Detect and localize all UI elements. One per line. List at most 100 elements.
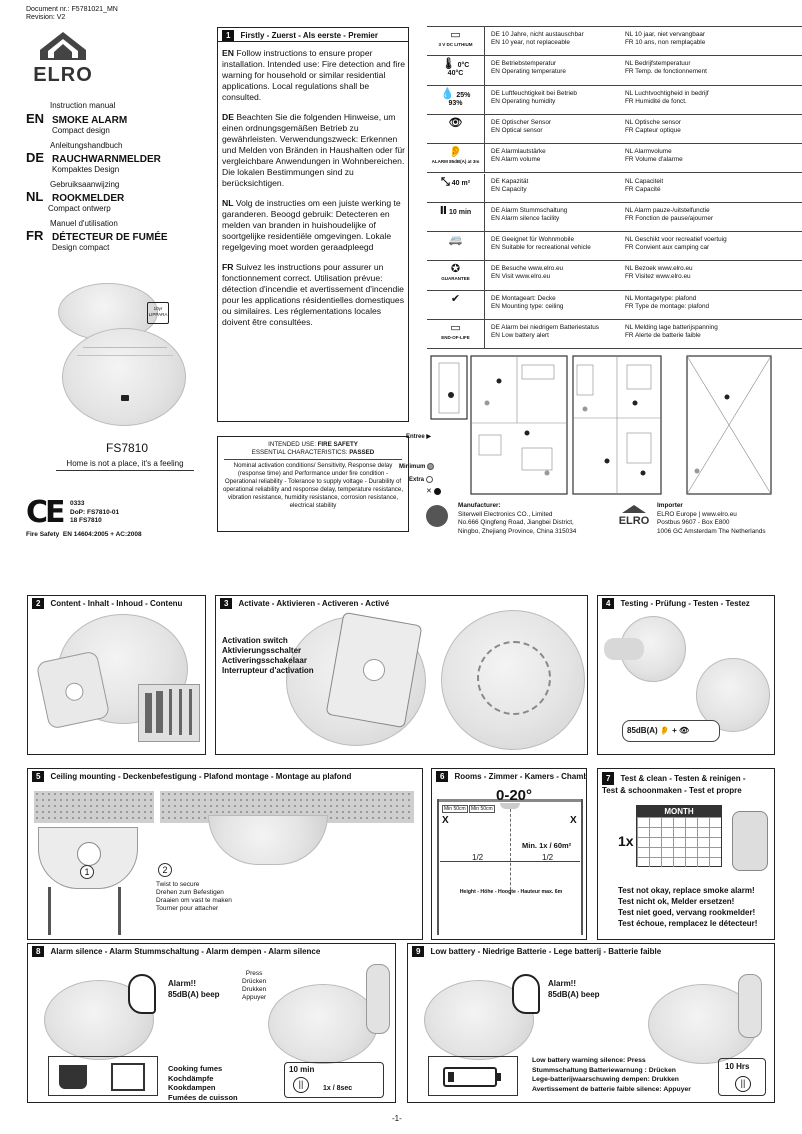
ceiling-1 [34,791,154,823]
pause-icon-2: || [735,1076,751,1092]
height-label: Height - Höhe - Hoogte - Hauteur max. 6m [459,889,563,895]
lang-code-de: DE [26,150,45,165]
manual-nl: Gebruiksaanwijzing [50,180,120,189]
battery-icon: ▭3 V DC LITHIUM [427,27,485,56]
ce-mark: CE [26,495,66,530]
floor-plan-drawing [430,355,772,495]
section-1-body: EN Follow instructions to ensure proper … [222,48,405,328]
angle-label: 0-20° [496,787,533,804]
room-centerline [510,809,511,895]
para-nl: NL Volg de instructies om een juiste wer… [222,198,401,252]
para-en: EN Follow instructions to ensure proper … [222,48,405,102]
spec-table: ▭3 V DC LITHIUM DE 10 Jahre, nicht austau… [427,26,802,350]
room-ceiling [437,799,583,802]
calendar: MONTH [636,805,722,867]
humidity-icon: 💧25%93% [427,85,485,114]
ce-info: 0333 DoP: FS7810-01 18 FS7810 [70,500,119,526]
lowbat-time-box: 10 Hrs || [718,1058,766,1096]
screw-2 [118,887,121,935]
silence-detector [268,984,378,1064]
test-button [121,395,129,401]
finger-press [604,638,644,660]
importer-logo: ELRO [615,504,653,527]
mounted-detector [208,815,328,865]
product-name-fr: DÉTECTEUR DE FUMÉE [52,232,168,243]
silence-time-box: 10 min || 1x / 8sec [284,1062,384,1098]
fire-safety-label: Fire Safety [26,531,60,538]
legend-extra: Extra [409,476,433,483]
alarm-text: Alarm!!85dB(A) beep [168,979,220,999]
step-2-badge: 2 [158,863,172,877]
once-label: 1x [618,833,634,849]
lang-code-fr: FR [26,228,44,243]
calendar-month: MONTH [637,806,721,817]
test-detector-2 [696,658,770,732]
ear-icon-2 [512,974,540,1014]
dop: DoP: FS7810-01 [70,508,120,516]
room-detector [500,803,520,809]
vacuum-cleaner [732,811,768,871]
manufacturer-icon [426,505,448,527]
standard: EN 14604:2005 + AC:2008 [62,531,142,538]
test-result-box: 85dB(A) 👂 + 👁 [622,720,720,742]
legend-x: ✕ [426,487,441,495]
replace-warning: Test not okay, replace smoke alarm!Test … [618,886,758,928]
elro-logo: ELRO [28,30,98,88]
min-distance-1: Min 50cm [442,805,468,813]
ear-icon: 👂ALARM 85dB(A) at 3m [427,144,485,173]
finger-icon [366,964,390,1034]
eye-icon: 👁 [427,114,485,144]
intended-line1: INTENDED USE: FIRE SAFETY [268,441,358,448]
half-left: 1/2 [472,853,484,862]
lowbat-alarm-text: Alarm!!85dB(A) beep [548,979,600,999]
room-wall-right [581,799,583,935]
screw-1 [48,887,51,935]
finger-icon-2 [738,974,762,1038]
no-zone-left: X [442,815,449,826]
notified-body: 0333 [70,500,85,507]
manual-en: Instruction manual [50,101,116,110]
battery-badge: 10yr LIPPARA [147,302,169,324]
guarantee-icon: ✪GUARANTEE [427,261,485,290]
design-nl: Compact ontwerp [48,204,111,213]
half-line [440,861,580,862]
